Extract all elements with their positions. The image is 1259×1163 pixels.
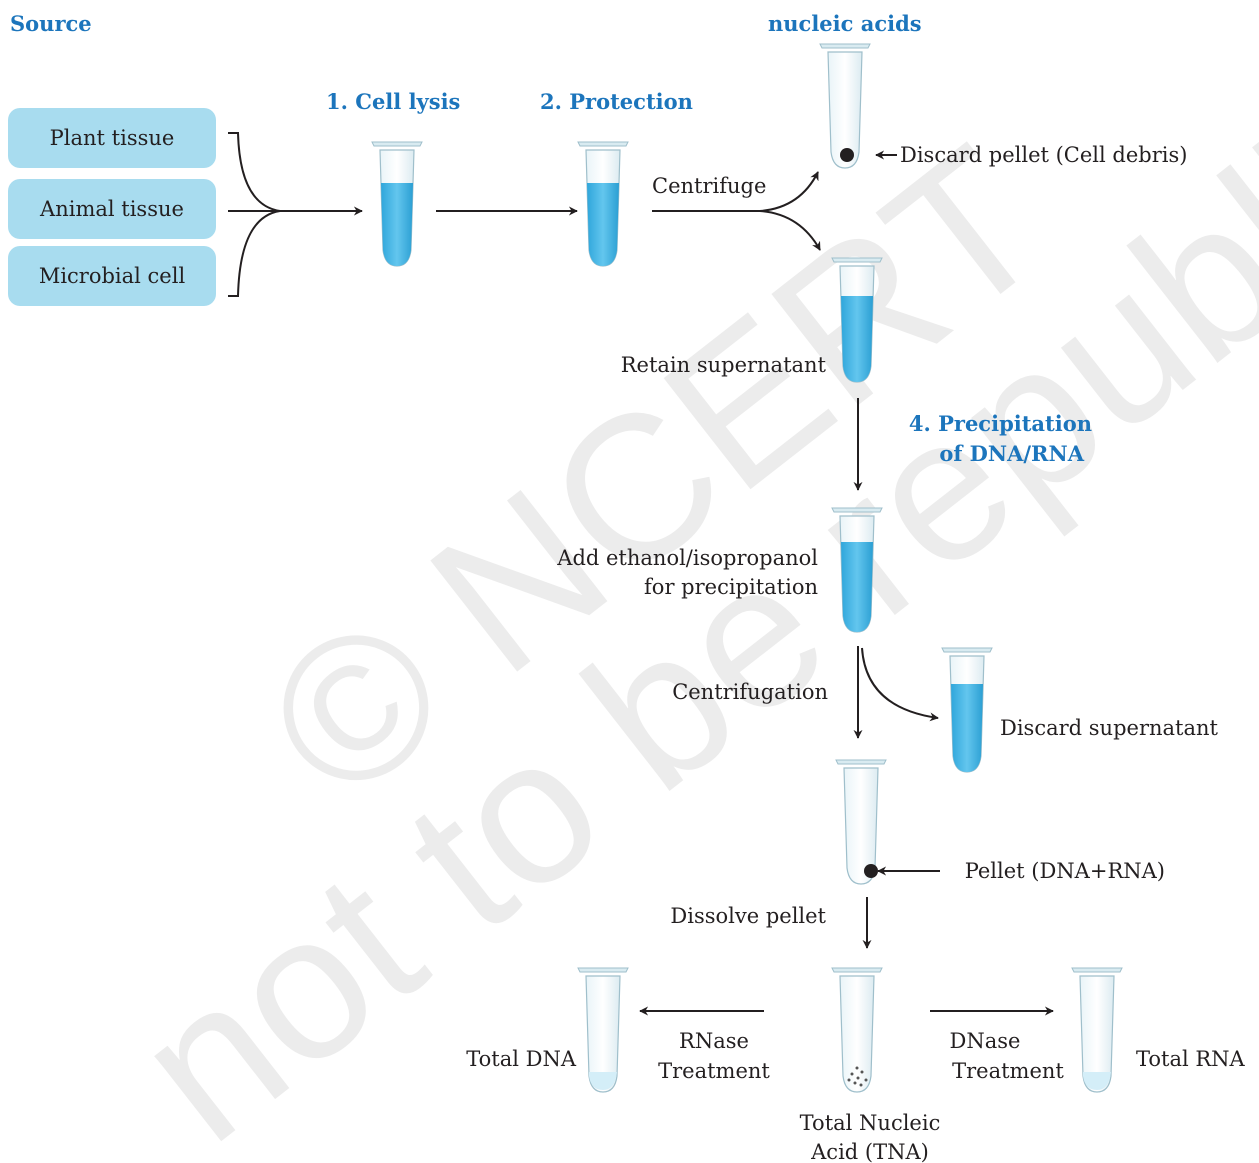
tube-discard-supernatant xyxy=(941,647,993,773)
arrow-centrifuge-down xyxy=(759,210,821,251)
pellet-dot xyxy=(864,864,878,878)
heading-protection: 2. Protection xyxy=(540,89,693,114)
source-merge-bracket xyxy=(228,132,363,297)
label-total-rna: Total RNA xyxy=(1136,1047,1246,1071)
tube-ethanol xyxy=(831,507,883,633)
label-centrifugation: Centrifugation xyxy=(672,680,828,704)
pellet-dot xyxy=(840,148,854,162)
label-retain-supernatant: Retain supernatant xyxy=(621,353,827,377)
heading-precipitation-sub: of DNA/RNA xyxy=(939,441,1084,466)
tube-total-rna xyxy=(1071,967,1123,1093)
source-list: Plant tissue Animal tissue Microbial cel… xyxy=(8,108,216,306)
label-rnase: RNase xyxy=(679,1029,749,1053)
tube-supernatant xyxy=(831,257,883,383)
heading-nucleic-acids: nucleic acids xyxy=(768,11,922,36)
source-label: Plant tissue xyxy=(50,126,175,150)
label-centrifuge: Centrifuge xyxy=(652,174,766,198)
source-box-microbial: Microbial cell xyxy=(8,246,216,306)
heading-precipitation: 4. Precipitation xyxy=(909,411,1092,436)
tube-protection xyxy=(577,141,629,267)
source-box-plant: Plant tissue xyxy=(8,108,216,168)
label-pellet-dna-rna: Pellet (DNA+RNA) xyxy=(965,859,1165,883)
heading-source: Source xyxy=(10,11,92,36)
tube-cell-lysis xyxy=(371,141,423,267)
label-add-ethanol-sub: for precipitation xyxy=(644,575,818,599)
label-tna-sub: Acid (TNA) xyxy=(810,1140,929,1163)
label-discard-pellet: Discard pellet (Cell debris) xyxy=(900,143,1187,167)
tna-particles xyxy=(847,1066,868,1087)
tube-total-dna xyxy=(577,967,629,1093)
label-discard-supernatant: Discard supernatant xyxy=(1000,716,1219,740)
source-box-animal: Animal tissue xyxy=(8,179,216,239)
label-dissolve-pellet: Dissolve pellet xyxy=(670,904,826,928)
label-tna: Total Nucleic xyxy=(800,1111,941,1135)
tube-pellet-debris xyxy=(819,43,871,169)
label-total-dna: Total DNA xyxy=(466,1047,577,1071)
heading-cell-lysis: 1. Cell lysis xyxy=(326,89,460,114)
label-dnase: DNase xyxy=(950,1029,1021,1053)
arrow-to-discard-supernatant xyxy=(861,647,939,722)
label-dnase-sub: Treatment xyxy=(952,1059,1064,1083)
source-label: Microbial cell xyxy=(39,264,186,288)
label-rnase-sub: Treatment xyxy=(658,1059,770,1083)
tube-pellet-dna-rna xyxy=(835,759,887,885)
tube-tna xyxy=(831,967,883,1093)
label-add-ethanol: Add ethanol/isopropanol xyxy=(556,546,818,570)
source-label: Animal tissue xyxy=(39,197,184,221)
